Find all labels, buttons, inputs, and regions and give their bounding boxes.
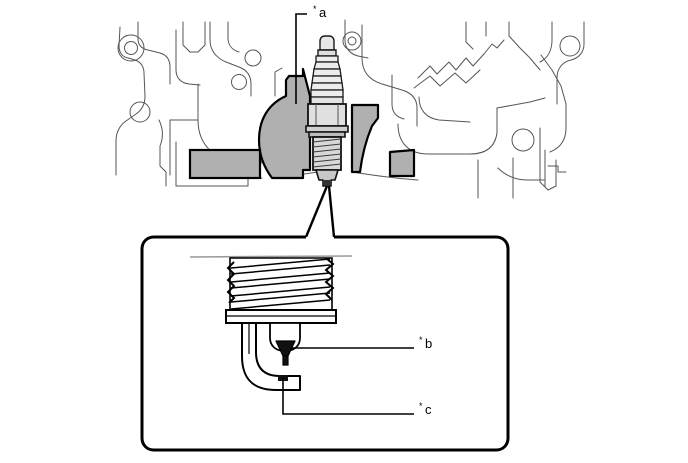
label-c: * c (419, 401, 432, 417)
label-b-letter: b (425, 336, 432, 351)
thread-helix-lines (230, 258, 331, 310)
ground-electrode (241, 322, 301, 391)
thread-edge-left (226, 261, 236, 304)
label-b: * b (419, 335, 432, 351)
spark-plug-tip-detail-view: * b * c (140, 235, 510, 452)
engine-head-cutaway-view: * a (115, 4, 585, 199)
shaded-region-a (257, 67, 312, 180)
leader-line-a (295, 13, 307, 104)
label-c-star: * (419, 401, 423, 411)
spark-plug-installed (305, 35, 349, 187)
label-c-letter: c (425, 402, 432, 417)
label-a-star: * (313, 4, 317, 14)
callout-lines (304, 185, 336, 238)
shaded-block-left (188, 148, 262, 180)
leader-line-c (282, 378, 414, 415)
shaded-block-right (388, 148, 416, 178)
label-b-star: * (419, 335, 423, 345)
center-electrode-tip (282, 355, 289, 366)
shaded-region-right (350, 103, 380, 174)
section-break-line (189, 255, 353, 258)
label-a-letter: a (319, 5, 327, 20)
spark-plug-tip-enlarged (225, 257, 337, 391)
label-a: * a (313, 4, 327, 20)
